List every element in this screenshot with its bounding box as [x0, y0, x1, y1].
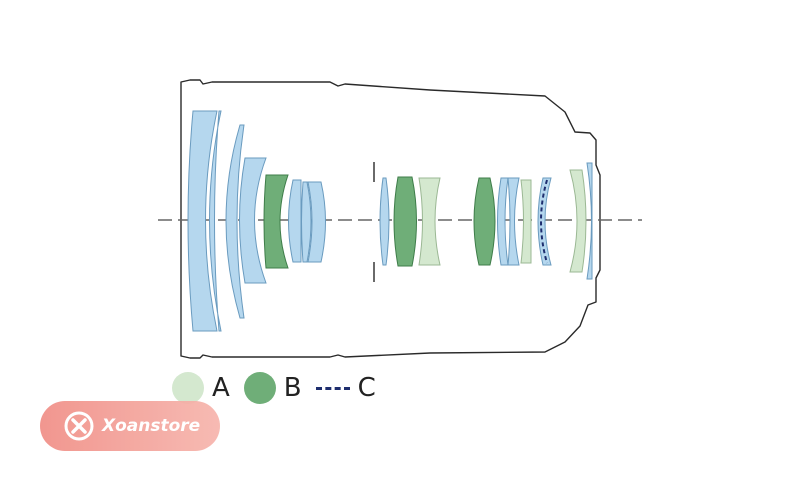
- lens-element-1: [187, 110, 218, 332]
- legend-label-b: B: [283, 373, 302, 403]
- legend-swatch-a: [172, 372, 204, 404]
- lens-element-5-type-B: [263, 174, 289, 269]
- legend-label-a: A: [212, 373, 230, 403]
- watermark-text: Xoanstore: [102, 416, 201, 436]
- legend-item-c: C: [315, 373, 376, 403]
- lens-element-7: [301, 181, 312, 263]
- lens-element-16-type-C-surface: [540, 179, 548, 264]
- x-logo-icon: [64, 411, 94, 441]
- legend: A B C: [172, 372, 390, 404]
- legend-swatch-c: [315, 386, 350, 390]
- lens-element-13: [497, 177, 509, 266]
- legend-label-c: C: [357, 373, 376, 403]
- lens-element-16: [537, 177, 552, 266]
- lens-element-4: [239, 157, 267, 284]
- lens-element-15-type-A: [520, 179, 532, 264]
- lens-element-17-type-A: [569, 169, 587, 273]
- lens-element-11-type-A: [418, 177, 441, 266]
- legend-swatch-b: [243, 372, 276, 404]
- lens-element-6: [288, 179, 302, 263]
- lens-element-2: [209, 110, 222, 332]
- lens-element-8: [307, 181, 326, 263]
- legend-item-a: A: [172, 372, 230, 404]
- lens-element-10-type-B: [393, 176, 417, 267]
- legend-item-b: B: [243, 372, 302, 404]
- lens-barrel-outline: [180, 79, 601, 359]
- lens-element-14: [507, 177, 520, 266]
- lens-element-9: [379, 177, 390, 266]
- watermark-badge: Xoanstore: [40, 401, 220, 451]
- lens-element-12-type-B: [473, 177, 496, 266]
- lens-element-3: [225, 124, 245, 319]
- lens-element-18: [586, 162, 593, 280]
